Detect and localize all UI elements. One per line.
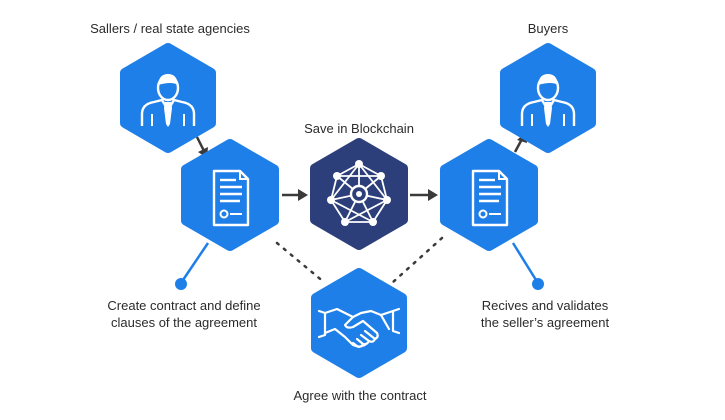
blockchain-node [310,138,408,250]
dotted-line-right [390,236,444,285]
arrowhead [428,189,438,201]
sellers-node [120,43,216,153]
validate-line-2: the seller’s agreement [480,315,610,330]
dotted-line-left [275,241,327,285]
handshake-icon [317,307,401,349]
hexagon [500,43,596,153]
create-contract-line-1: Create contract and define [107,298,261,313]
pin-dot-right [532,278,544,290]
hexagon [120,43,216,153]
agree-label: Agree with the contract [293,388,427,403]
pin-line-left [181,242,210,281]
buyers-label: Buyers [527,21,569,36]
pin-line-right [511,242,538,281]
seller-contract-node [181,139,279,251]
buyers-node [500,43,596,153]
validate-line-1: Recives and validates [481,298,609,313]
create-contract-line-2: clauses of the agreement [111,315,257,330]
blockchain-label: Save in Blockchain [304,121,414,136]
pin-dot-left [175,278,187,290]
agreement-node [311,268,407,378]
network-icon [327,160,391,226]
arrowhead [298,189,308,201]
connectors [181,132,538,285]
buyer-contract-node [440,139,538,251]
arrow-contract-to-buyers [513,138,524,153]
sellers-label: Sallers / real state agencies [90,21,250,36]
arrow-sellers-to-contract [195,136,206,152]
